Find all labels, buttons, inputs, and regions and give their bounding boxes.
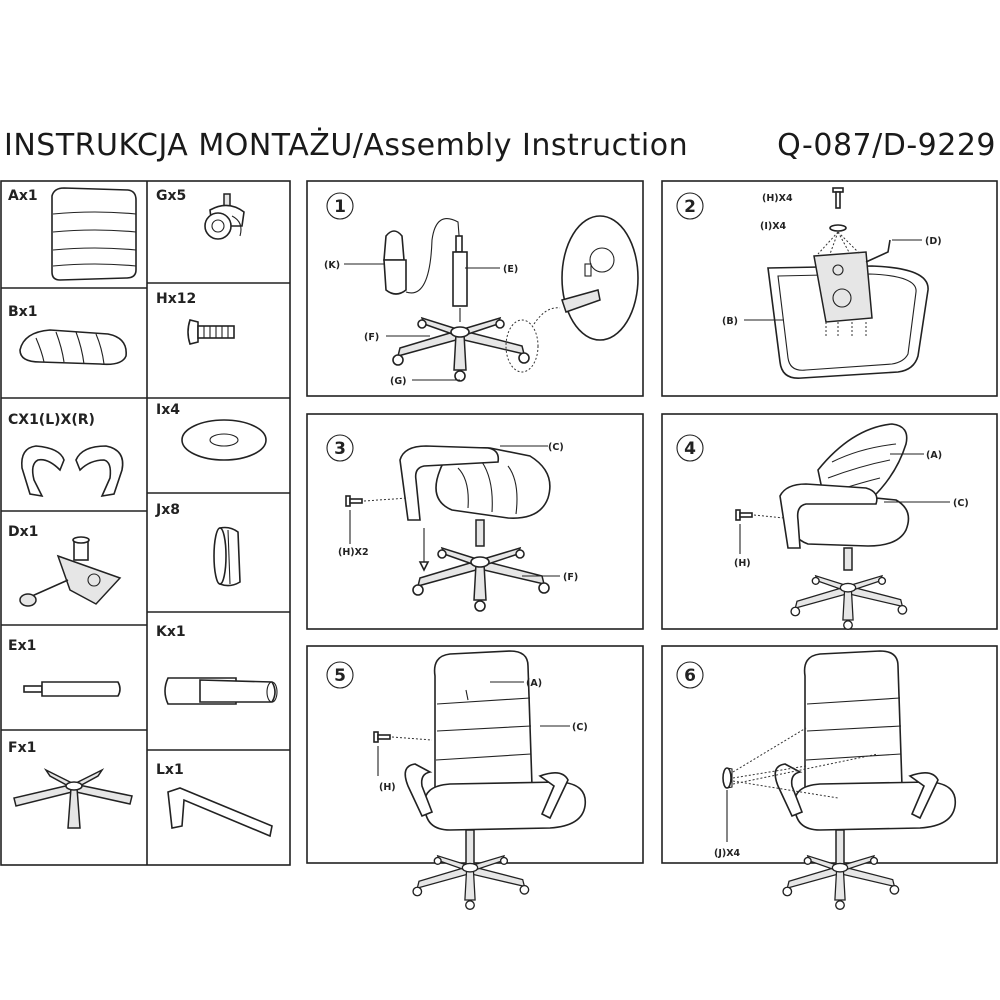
callout-label: (H) bbox=[379, 782, 396, 793]
chair-assembled-icon bbox=[405, 651, 585, 909]
part-k-cell: Kx1 bbox=[156, 624, 278, 705]
callout-label: (A) bbox=[526, 678, 542, 689]
seat-with-armrest-icon bbox=[399, 445, 551, 521]
gas-lift-icon bbox=[452, 235, 468, 307]
part-i-cell: Ix4 bbox=[156, 402, 267, 461]
part-e-cell: Ex1 bbox=[8, 638, 121, 697]
part-label: Ex1 bbox=[8, 638, 36, 654]
part-g-cell: Gx5 bbox=[156, 188, 245, 240]
part-label: Lx1 bbox=[156, 762, 184, 778]
star-base-icon bbox=[392, 317, 530, 382]
callout-label: (F) bbox=[364, 332, 379, 343]
part-label: Ix4 bbox=[156, 402, 180, 418]
armrests-icon bbox=[20, 445, 124, 498]
page-title: INSTRUKCJA MONTAŻU/Assembly Instruction bbox=[4, 128, 689, 163]
callout-label: (H)X2 bbox=[338, 547, 369, 558]
step-5-panel: 5 (A) (C) (H) bbox=[306, 645, 644, 909]
bolt-icon bbox=[345, 495, 363, 507]
part-d-cell: Dx1 bbox=[8, 524, 122, 607]
chair-assembled-icon bbox=[775, 651, 955, 909]
callout-label: (H)X4 bbox=[762, 193, 793, 204]
part-label: Ax1 bbox=[8, 188, 38, 204]
part-l-cell: Lx1 bbox=[156, 762, 273, 838]
allen-key-icon bbox=[167, 787, 273, 838]
tilt-mechanism-icon bbox=[19, 536, 122, 607]
seat-with-armrest-icon bbox=[779, 483, 910, 549]
callout-label: (J)X4 bbox=[714, 848, 741, 859]
tilt-mechanism-icon bbox=[813, 239, 891, 323]
callout-label: (A) bbox=[926, 450, 942, 461]
gas-lift-cover-icon bbox=[383, 230, 407, 295]
cap-plug-icon bbox=[213, 526, 241, 587]
part-h-cell: Hx12 bbox=[156, 291, 235, 345]
star-base-icon bbox=[13, 768, 133, 829]
step-number: 5 bbox=[334, 666, 346, 686]
step-number: 6 bbox=[684, 666, 696, 686]
part-f-cell: Fx1 bbox=[8, 740, 133, 829]
part-label: Hx12 bbox=[156, 291, 196, 307]
bolt-icon bbox=[832, 187, 844, 209]
callout-label: (H) bbox=[734, 558, 751, 569]
part-j-cell: Jx8 bbox=[155, 502, 241, 587]
part-label: Dx1 bbox=[8, 524, 38, 540]
caster-wheel-icon bbox=[204, 193, 245, 240]
callout-label: (D) bbox=[925, 236, 942, 247]
callout-label: (C) bbox=[572, 722, 588, 733]
part-b-cell: Bx1 bbox=[8, 304, 127, 366]
callout-label: (E) bbox=[503, 264, 518, 275]
step-3-panel: 3 (C) (H)X2 (F) bbox=[306, 413, 644, 630]
seat-cushion-icon bbox=[19, 329, 127, 366]
washer-icon bbox=[829, 224, 847, 232]
part-label: Fx1 bbox=[8, 740, 36, 756]
washer-icon bbox=[181, 419, 267, 461]
bolt-icon bbox=[735, 509, 753, 521]
step-1-panel: 1 (K) (E) (F) (G) bbox=[306, 180, 644, 397]
step-6-panel: 6 (J)X4 bbox=[661, 645, 998, 909]
callout-label: (I)X4 bbox=[760, 221, 787, 232]
step-4-panel: 4 (A) (C) (H) bbox=[661, 413, 998, 631]
step-number: 4 bbox=[684, 439, 696, 459]
part-a-cell: Ax1 bbox=[8, 187, 137, 281]
parts-grid bbox=[0, 180, 291, 866]
part-c-cell: CX1(L)X(R) bbox=[8, 412, 124, 498]
callout-label: (C) bbox=[953, 498, 969, 509]
part-label: CX1(L)X(R) bbox=[8, 412, 95, 428]
step-number: 3 bbox=[334, 439, 346, 459]
model-code: Q-087/D-9229 bbox=[777, 128, 996, 163]
callout-label: (G) bbox=[390, 376, 406, 387]
callout-label: (B) bbox=[722, 316, 738, 327]
step-2-panel: 2 (H)X4 (I)X4 (D) (B) bbox=[661, 180, 998, 397]
star-base-icon bbox=[412, 547, 550, 612]
caster-detail-icon bbox=[561, 215, 639, 341]
bolt-icon bbox=[187, 319, 235, 345]
callout-label: (C) bbox=[548, 442, 564, 453]
seat-panel-icon bbox=[767, 265, 929, 379]
step-number: 1 bbox=[334, 197, 346, 217]
part-label: Kx1 bbox=[156, 624, 186, 640]
gas-lift-cover-icon bbox=[164, 677, 278, 705]
star-base-icon bbox=[790, 575, 908, 631]
cap-plug-icon bbox=[722, 767, 733, 789]
bolt-icon bbox=[373, 731, 391, 743]
part-label: Jx8 bbox=[155, 502, 180, 518]
gas-lift-icon bbox=[23, 681, 121, 697]
backrest-icon bbox=[51, 187, 137, 281]
part-label: Gx5 bbox=[156, 188, 186, 204]
step-number: 2 bbox=[684, 197, 696, 217]
callout-label: (K) bbox=[324, 260, 340, 271]
callout-label: (F) bbox=[563, 572, 578, 583]
part-label: Bx1 bbox=[8, 304, 37, 320]
